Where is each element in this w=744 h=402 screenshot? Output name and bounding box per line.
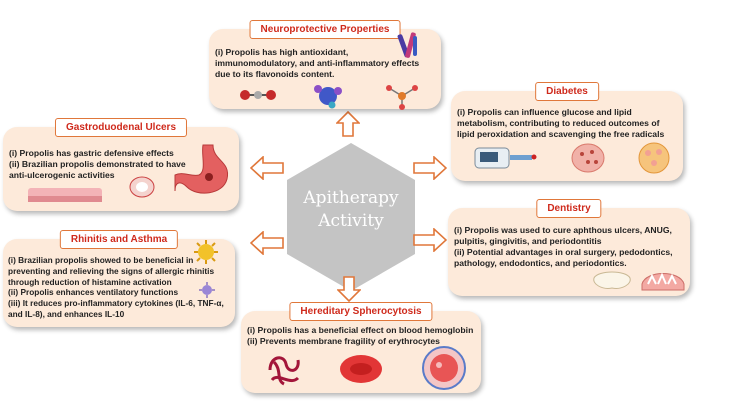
gums-icon (641, 272, 685, 291)
card-line: preventing and relieving the signs of al… (8, 265, 215, 276)
card-body: (i) Propolis has a beneficial effect on … (247, 325, 473, 347)
tooth-icon (593, 271, 631, 289)
card-title: Diabetes (535, 82, 599, 101)
center-hexagon (287, 143, 415, 291)
card-line: (iii) It reduces pro-inflammatory cytoki… (8, 298, 224, 309)
card-line: metabolism, contributing to reduced outc… (457, 118, 660, 128)
card-line: immunomodulatory, and anti-inflammatory … (215, 58, 420, 68)
card-line: (ii) Potential advantages in oral surger… (454, 247, 673, 257)
tissue-layer-icon (28, 188, 102, 202)
card-body: (i) Brazilian propolis showed to be bene… (8, 255, 224, 320)
card-body: (i) Propolis can influence glucose and l… (457, 107, 664, 140)
card-title: Rhinitis and Asthma (59, 230, 179, 249)
card-line: due to its flavonoids content. (215, 69, 335, 79)
card-dentistry: Dentistry (i) Propolis was used to cure … (448, 199, 690, 296)
card-title: Dentistry (536, 199, 602, 218)
card-line: and IL-8), and enhances IL-10 (8, 308, 125, 319)
card-body: (i) Propolis has high antioxidant, immun… (215, 47, 419, 80)
arrow-up (336, 111, 360, 137)
spherocyte-icon (422, 346, 466, 390)
arrow-down (337, 276, 361, 302)
card-line: (i) Brazilian propolis showed to be bene… (8, 255, 194, 265)
card-body: (i) Propolis has gastric defensive effec… (9, 148, 186, 181)
card-body: (i) Propolis was used to cure aphthous u… (454, 225, 673, 269)
center-label-line2: Activity (318, 211, 384, 231)
virus-icon (199, 282, 215, 298)
card-line: (i) Propolis has high antioxidant, (215, 47, 349, 57)
card-line: (i) Propolis can influence glucose and l… (457, 107, 632, 117)
center-label-line1: Apitherapy (303, 188, 399, 208)
card-title: Gastroduodenal Ulcers (54, 118, 188, 137)
card-line: (ii) Prevents membrane fragility of eryt… (247, 336, 440, 346)
arrow-upper-right (413, 156, 447, 180)
hemoglobin-icon (268, 356, 300, 386)
arrow-upper-left (250, 156, 284, 180)
card-line: pathology, endodontics, and periodontics… (454, 258, 627, 268)
ulcer-cross-section-icon (129, 176, 155, 198)
pancreas-cell-icon (571, 143, 605, 173)
card-rhinitis-asthma: Rhinitis and Asthma (i) Brazilian propol… (3, 230, 235, 327)
arrow-lower-right (413, 228, 447, 252)
red-blood-cell-icon (340, 355, 382, 383)
card-line: through reduction of histamine activatio… (8, 276, 172, 287)
card-line: lipid peroxidation and scavenging the fr… (457, 129, 665, 139)
stomach-icon (174, 144, 229, 194)
arrow-lower-left (250, 231, 284, 255)
glucose-meter-icon (474, 147, 537, 169)
card-gastroduodenal: Gastroduodenal Ulcers (i) Propolis has g… (3, 118, 239, 211)
pollen-icon (194, 240, 218, 264)
molecule-structure-icon (386, 85, 418, 110)
card-title: Hereditary Spherocytosis (289, 302, 433, 321)
card-line: (i) Propolis has a beneficial effect on … (247, 325, 474, 335)
receptor-icon (397, 32, 417, 58)
card-line: anti-ulcerogenic activities (9, 170, 115, 180)
card-line: (ii) Brazilian propolis demonstrated to … (9, 159, 186, 169)
molecule-icon (240, 90, 276, 100)
card-line: (i) Propolis has gastric defensive effec… (9, 148, 174, 158)
card-line: (i) Propolis was used to cure aphthous u… (454, 225, 672, 235)
card-line: pulpitis, gingivitis, and periodontitis (454, 236, 602, 246)
antibody-icon (314, 85, 342, 109)
card-title: Neuroprotective Properties (249, 20, 401, 39)
islet-cell-icon (638, 142, 670, 174)
card-line: (ii) Propolis enhances ventilatory funct… (8, 287, 179, 298)
center-label: Apitherapy Activity (287, 187, 415, 233)
